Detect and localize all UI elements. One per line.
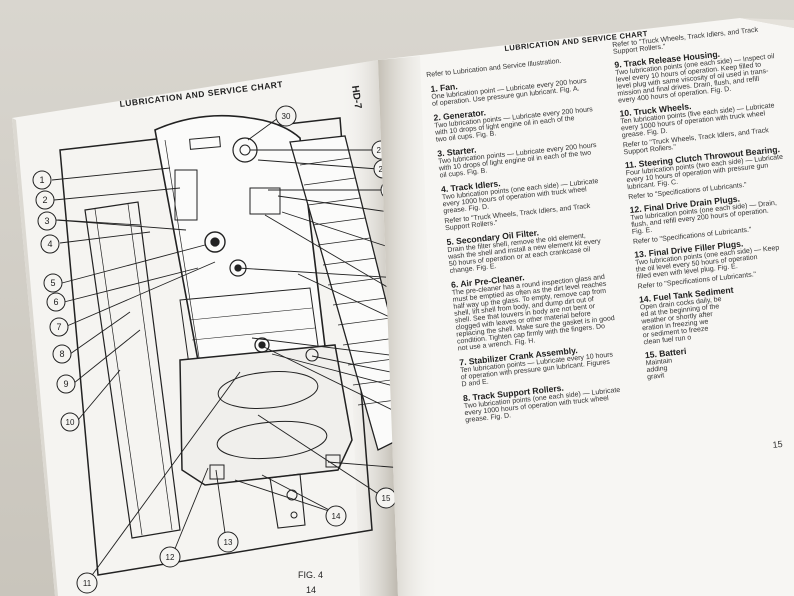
callout-4: 4 (47, 239, 52, 249)
callout-11: 11 (83, 579, 92, 588)
callout-9: 9 (63, 379, 68, 389)
callout-5: 5 (50, 278, 55, 288)
callout-8: 8 (59, 349, 64, 359)
callout-7: 7 (56, 322, 61, 332)
callout-12: 12 (166, 553, 175, 562)
left-page-number: 14 (306, 585, 316, 595)
callout-14: 14 (332, 512, 341, 521)
model-label: HD-7 (349, 85, 363, 110)
callout-3: 3 (44, 216, 49, 226)
right-page-number: 15 (772, 438, 784, 450)
callout-1: 1 (39, 175, 44, 185)
callout-30: 30 (282, 112, 291, 121)
callout-10: 10 (66, 418, 75, 427)
callout-2: 2 (42, 195, 47, 205)
callout-13: 13 (224, 538, 233, 547)
callout-6: 6 (53, 297, 58, 307)
figure-caption: FIG. 4 (298, 570, 323, 580)
